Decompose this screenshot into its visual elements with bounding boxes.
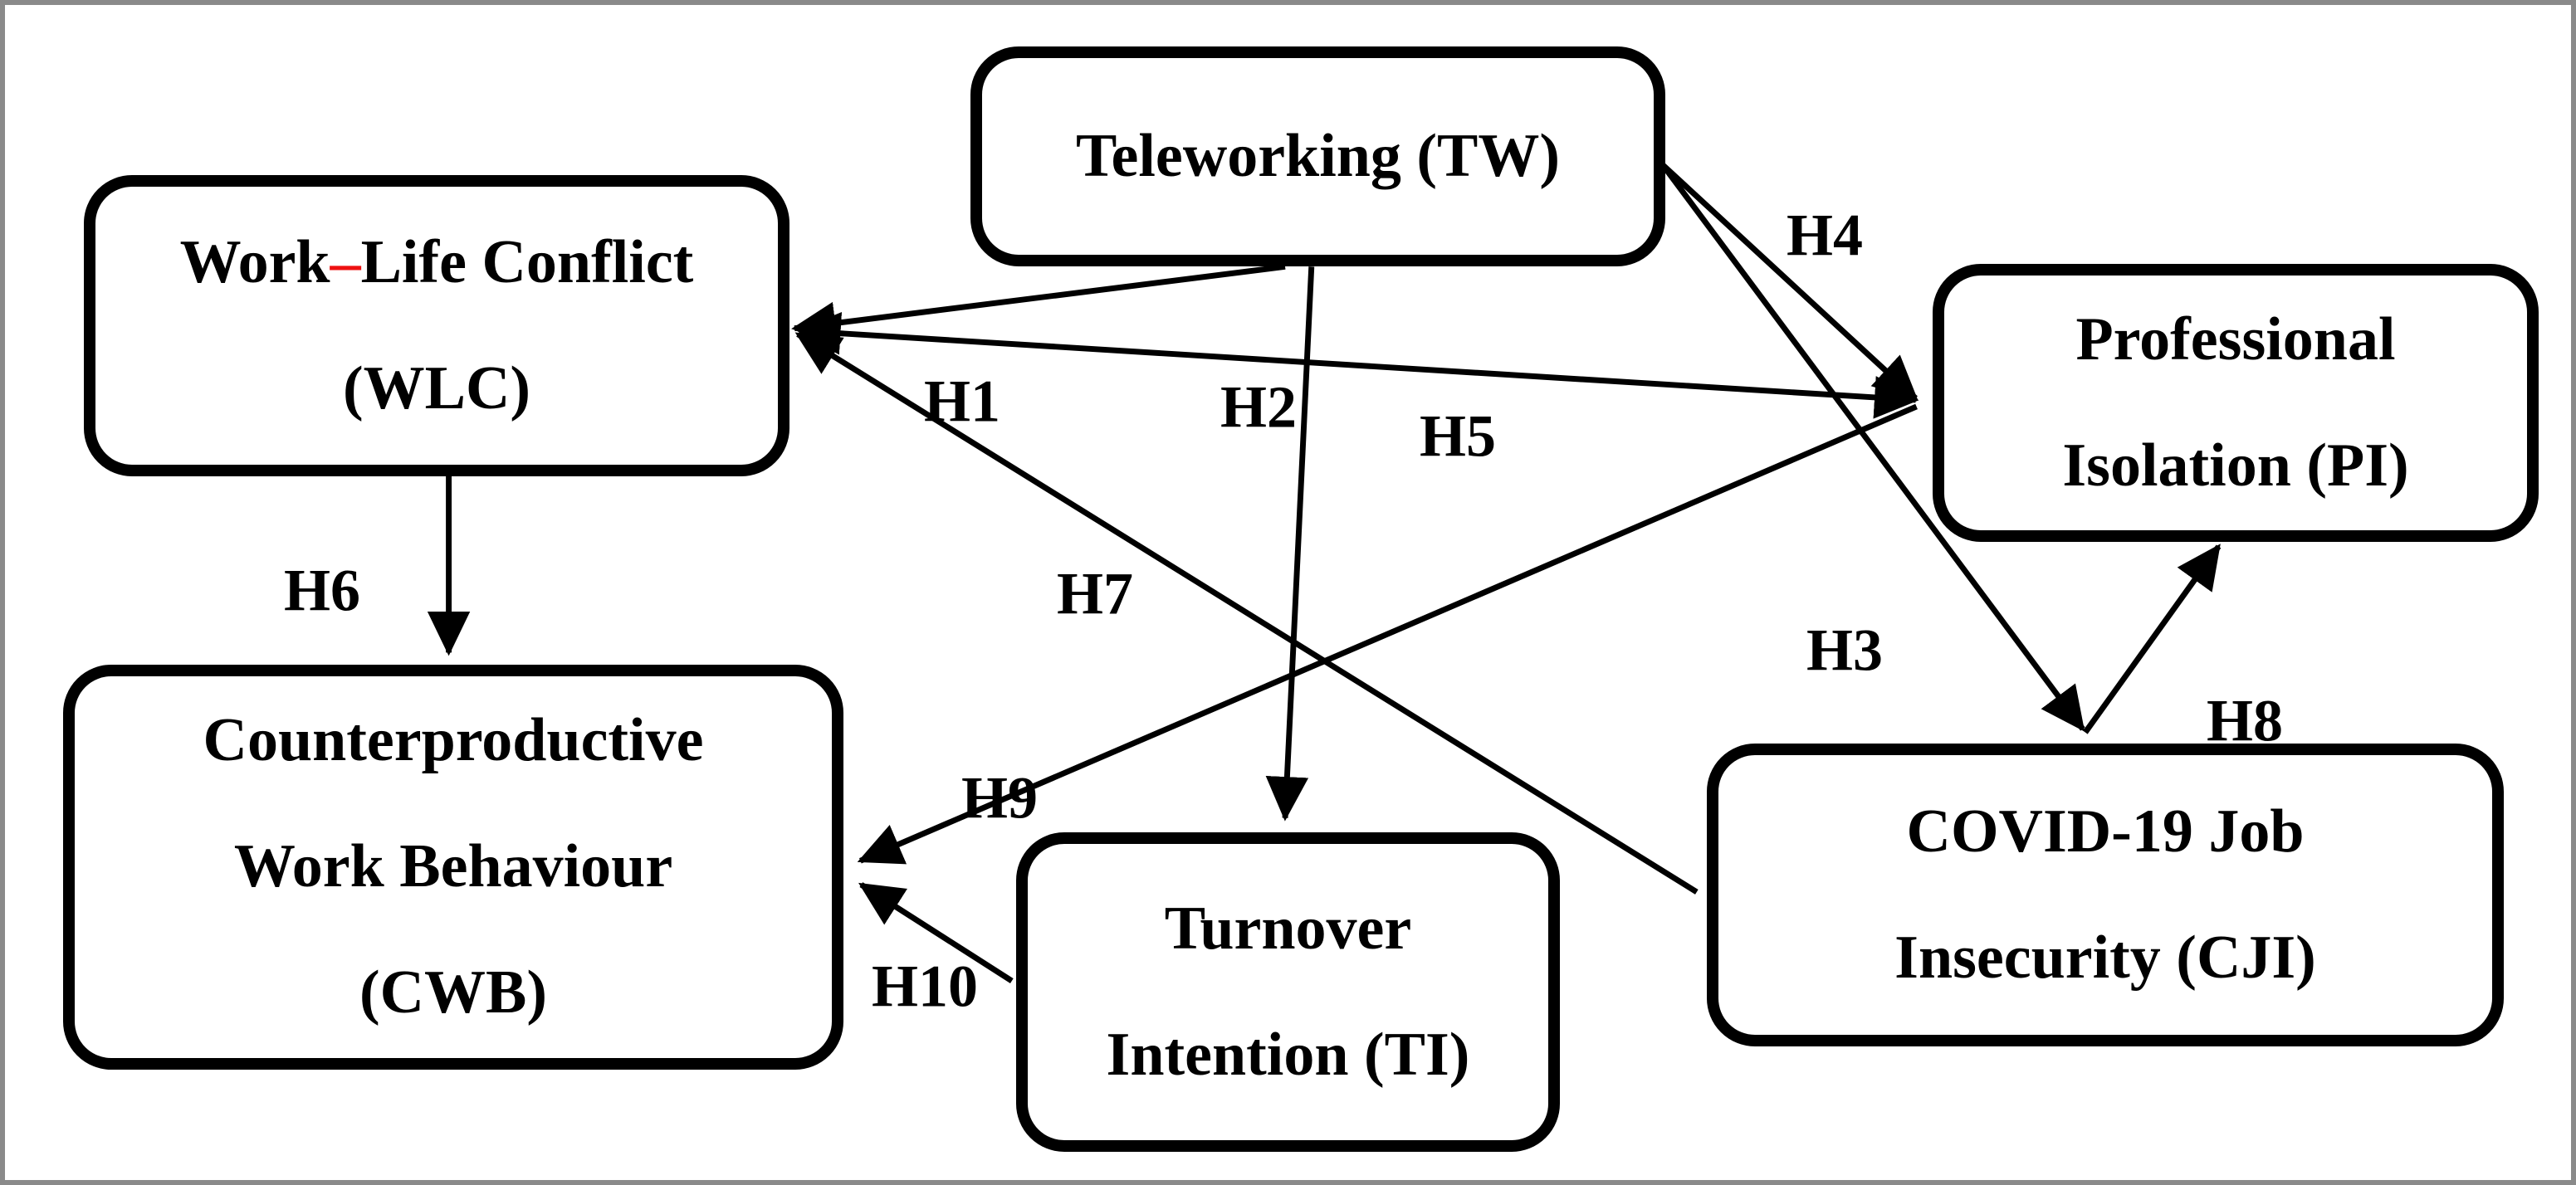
node-label-segment: Turnover — [1164, 894, 1412, 963]
edge-arrow-H10 — [858, 882, 1014, 983]
edge-label-H9: H9 — [961, 764, 1039, 831]
edge-label-H6: H6 — [283, 557, 361, 624]
node-label-line: Insecurity (CJI) — [1894, 895, 2316, 1022]
node-label-segment: Insecurity (CJI) — [1894, 923, 2316, 992]
node-label-line: Counterproductive — [203, 678, 704, 804]
node-label-segment: COVID-19 Job — [1906, 797, 2305, 866]
node-label-segment: (WLC) — [342, 354, 531, 422]
edge-arrow-H7 — [794, 331, 1699, 895]
node-label-segment: Isolation (PI) — [2062, 431, 2409, 500]
node-label-line: Turnover — [1165, 866, 1411, 992]
node-label-segment: Work Behaviour — [233, 832, 673, 901]
edge-label-H10: H10 — [871, 953, 979, 1020]
node-label-segment: Teleworking (TW) — [1075, 121, 1561, 190]
edge-arrow-H8 — [2083, 544, 2222, 734]
node-label-line: Intention (TI) — [1107, 992, 1470, 1119]
node-label-line: COVID-19 Job — [1907, 769, 2305, 895]
node-label-line: Work Behaviour — [234, 804, 672, 930]
edge-arrow-H9 — [857, 403, 1918, 865]
edge-label-H8: H8 — [2206, 687, 2284, 754]
node-label-segment: Professional — [2075, 305, 2396, 373]
edge-arrow-H3 — [1656, 158, 2085, 732]
edge-label-H3: H3 — [1806, 617, 1884, 684]
node-label-segment: Intention (TI) — [1106, 1020, 1470, 1089]
edge-label-H7: H7 — [1056, 560, 1134, 627]
node-label-line: (CWB) — [359, 930, 547, 1056]
edge-arrow-H5 — [796, 312, 1919, 419]
node-work-life-conflict: Work–Life Conflict (WLC) — [84, 175, 789, 476]
node-label-line: (WLC) — [343, 326, 530, 452]
node-label-line: Professional — [2075, 277, 2395, 403]
edge-label-H4: H4 — [1786, 202, 1864, 269]
edge-arrow-H2 — [1265, 266, 1315, 822]
node-label-segment: Work — [179, 227, 330, 296]
node-teleworking: Teleworking (TW) — [970, 46, 1665, 266]
edge-arrow-H1 — [791, 263, 1286, 345]
node-label-segment: (CWB) — [359, 958, 548, 1027]
node-label-segment: Counterproductive — [203, 706, 704, 775]
node-label-line: Isolation (PI) — [2062, 403, 2408, 529]
edges-layer — [427, 158, 2222, 983]
node-label-segment: Life Conflict — [360, 227, 694, 296]
node-label-line: Teleworking (TW) — [1076, 94, 1560, 220]
edge-label-H1: H1 — [923, 368, 1001, 435]
node-label-segment: – — [330, 227, 361, 296]
edge-label-H5: H5 — [1419, 402, 1497, 470]
edge-arrow-H4 — [1656, 158, 1919, 401]
edge-label-H2: H2 — [1220, 373, 1298, 441]
node-label-line: Work–Life Conflict — [180, 200, 694, 326]
